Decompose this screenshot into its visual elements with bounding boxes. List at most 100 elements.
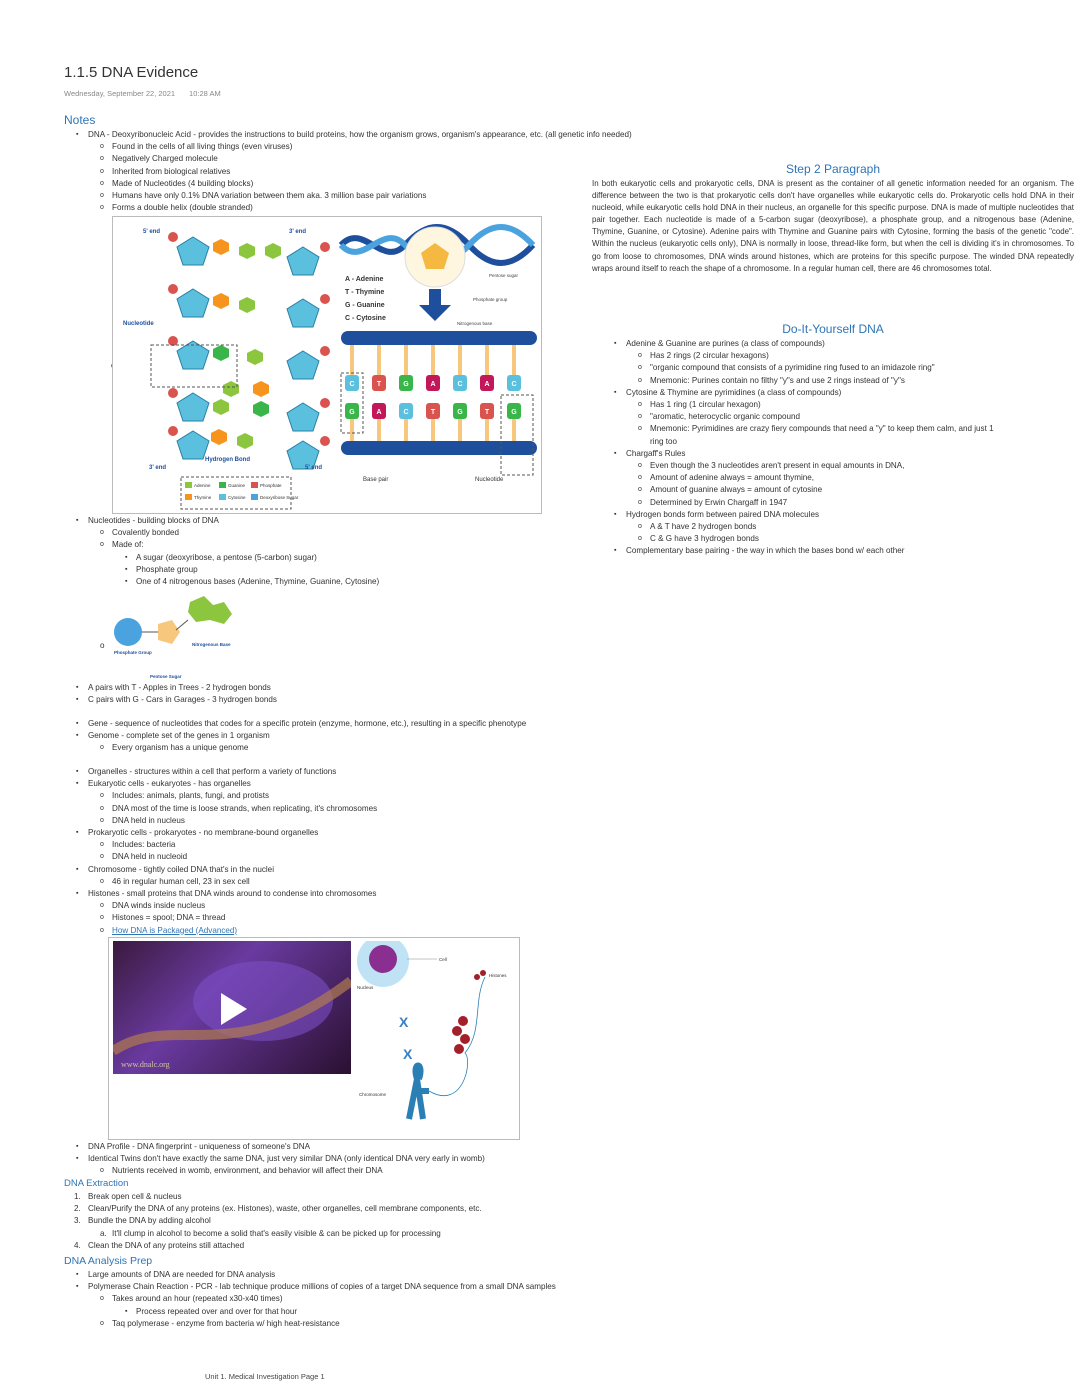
base-letter: C: [403, 409, 408, 416]
step-text: Clean the DNA of any proteins still atta…: [88, 1240, 245, 1250]
pairs-list: A pairs with T - Apples in Trees - 2 hyd…: [64, 682, 277, 707]
list-item: Includes: animals, plants, fungi, and pr…: [64, 790, 377, 802]
analysis-heading: DNA Analysis Prep: [64, 1255, 153, 1267]
base-connector: [350, 345, 354, 375]
base-letter: G: [511, 409, 517, 416]
phosphate-circle: [114, 618, 142, 646]
diy-list: Adenine & Guanine are purines (a class o…: [602, 338, 994, 558]
left-strand: [168, 232, 210, 460]
list-item: Histones - small proteins that DNA winds…: [64, 888, 377, 900]
base-block: [345, 375, 359, 391]
list-item: DNA held in nucleoid: [64, 851, 377, 863]
base-letter: C: [457, 381, 462, 388]
list-item: 46 in regular human cell, 23 in sex cell: [64, 876, 377, 888]
dna-packaging-figure: www.dnalc.org Cell Nucleus Histones Chro…: [108, 937, 520, 1140]
dna-structure-diagram: 5' end 3' end: [112, 216, 542, 514]
sugar-pentagon: [158, 620, 180, 644]
list-item: Hydrogen bonds form between paired DNA m…: [602, 509, 994, 521]
label-nucleus: Nucleus: [357, 985, 374, 990]
list-item: Genome - complete set of the genes in 1 …: [64, 730, 526, 742]
list-item: C & G have 3 hydrogen bonds: [602, 533, 994, 545]
base-block: [426, 403, 440, 419]
base-block: [372, 403, 386, 419]
base-letter: G: [403, 381, 409, 388]
legend-sugar: Deoxyribose Sugar: [260, 495, 299, 500]
list-item: How DNA is Packaged (Advanced): [64, 925, 377, 937]
base-connector: [404, 345, 408, 375]
list-item: "organic compound that consists of a pyr…: [602, 362, 994, 374]
key-guanine: G - Guanine: [345, 302, 385, 309]
legend-adenine: Adenine: [194, 483, 211, 488]
base-connector: [485, 345, 489, 375]
nucleotide-molecule-diagram: Phosphate Group Pentose Sugar Nitrogenou…: [114, 596, 232, 679]
list-item: A & T have 2 hydrogen bonds: [602, 521, 994, 533]
list-item: Complementary base pairing - the way in …: [602, 545, 994, 557]
base-block: [480, 375, 494, 391]
double-helix-illustration: [338, 224, 536, 321]
list-item: Prokaryotic cells - prokaryotes - no mem…: [64, 827, 377, 839]
label-phosphate-group: Phosphate Group: [114, 650, 152, 655]
list-item: Chargaff's Rules: [602, 448, 994, 460]
label-base-pair: Base pair: [363, 477, 388, 483]
list-item: 3.Bundle the DNA by adding alcohol: [74, 1216, 211, 1226]
list-item: Process repeated over and over for that …: [64, 1306, 556, 1318]
list-item: Nutrients received in womb, environment,…: [64, 1165, 485, 1177]
key-thymine: T - Thymine: [345, 289, 384, 296]
video-watermark: www.dnalc.org: [121, 1060, 170, 1069]
label-3-end: 3' end: [289, 229, 306, 235]
list-item: A sugar (deoxyribose, a pentose (5-carbo…: [64, 552, 379, 564]
base-block: [426, 375, 440, 391]
list-item: "aromatic, heterocyclic organic compound: [602, 411, 994, 423]
organelles-list: Organelles - structures within a cell th…: [64, 766, 377, 937]
list-item: DNA winds inside nucleus: [64, 900, 377, 912]
page-time: 10:28 AM: [189, 89, 221, 98]
base-connector: [377, 345, 381, 375]
base-letter: G: [457, 409, 463, 416]
backbone-top: [341, 331, 537, 345]
list-item: Humans have only 0.1% DNA variation betw…: [64, 190, 632, 202]
page-title: 1.1.5 DNA Evidence: [64, 64, 199, 81]
base-ring-2: [210, 602, 232, 624]
label-nitrogenous-base: Nitrogenous base: [457, 321, 493, 326]
list-item: One of 4 nitrogenous bases (Adenine, Thy…: [64, 576, 379, 588]
base-letter: G: [349, 409, 355, 416]
dna-packaged-link[interactable]: How DNA is Packaged (Advanced): [112, 925, 238, 935]
nucleotide-highlight-right: [500, 394, 534, 476]
list-item: Amount of guanine always = amount of cyt…: [602, 484, 994, 496]
base-letter: C: [511, 381, 516, 388]
legend-phosphate: Phosphate: [260, 483, 282, 488]
video-art: www.dnalc.org: [110, 961, 355, 1069]
base-block: [480, 403, 494, 419]
base-pairs: [211, 239, 281, 449]
nucleotides-list: Nucleotides - building blocks of DNA Cov…: [64, 515, 379, 588]
step-text: Clean/Purify the DNA of any proteins (ex…: [88, 1204, 482, 1214]
video-thumbnail[interactable]: www.dnalc.org: [110, 941, 355, 1074]
base-connector: [404, 419, 408, 441]
list-item: Nucleotides - building blocks of DNA: [64, 515, 379, 527]
base-letter: T: [485, 409, 490, 416]
key-adenine: A - Adenine: [345, 276, 383, 283]
list-item: DNA Profile - DNA fingerprint - uniquene…: [64, 1141, 485, 1153]
chromosome-packaging-illustration: Cell Nucleus Histones Chromosome X X: [357, 941, 507, 1120]
list-item: Found in the cells of all living things …: [64, 141, 632, 153]
bullet-marker: o: [100, 641, 105, 651]
base-block: [345, 403, 359, 419]
list-item: DNA held in nucleus: [64, 815, 377, 827]
profile-list: DNA Profile - DNA fingerprint - uniquene…: [64, 1141, 485, 1178]
svg-text:X: X: [403, 1046, 413, 1062]
list-item: Cytosine & Thymine are pyrimidines (a cl…: [602, 387, 994, 399]
play-icon[interactable]: [221, 993, 247, 1025]
base-connector: [512, 345, 516, 375]
base-connector: [512, 419, 516, 441]
list-item: Covalently bonded: [64, 527, 379, 539]
base-connector: [431, 345, 435, 375]
label-histones: Histones: [489, 973, 507, 978]
diagram-legend: Adenine Guanine Phosphate Thymine Cytosi…: [180, 476, 299, 510]
legend-thymine: Thymine: [194, 495, 212, 500]
step-text: Bundle the DNA by adding alcohol: [88, 1216, 211, 1226]
list-item: Adenine & Guanine are purines (a class o…: [602, 338, 994, 350]
base-connector: [485, 419, 489, 441]
base-ring-1: [188, 596, 214, 622]
base-letter: A: [376, 409, 381, 416]
gene-list: Gene - sequence of nucleotides that code…: [64, 718, 526, 755]
